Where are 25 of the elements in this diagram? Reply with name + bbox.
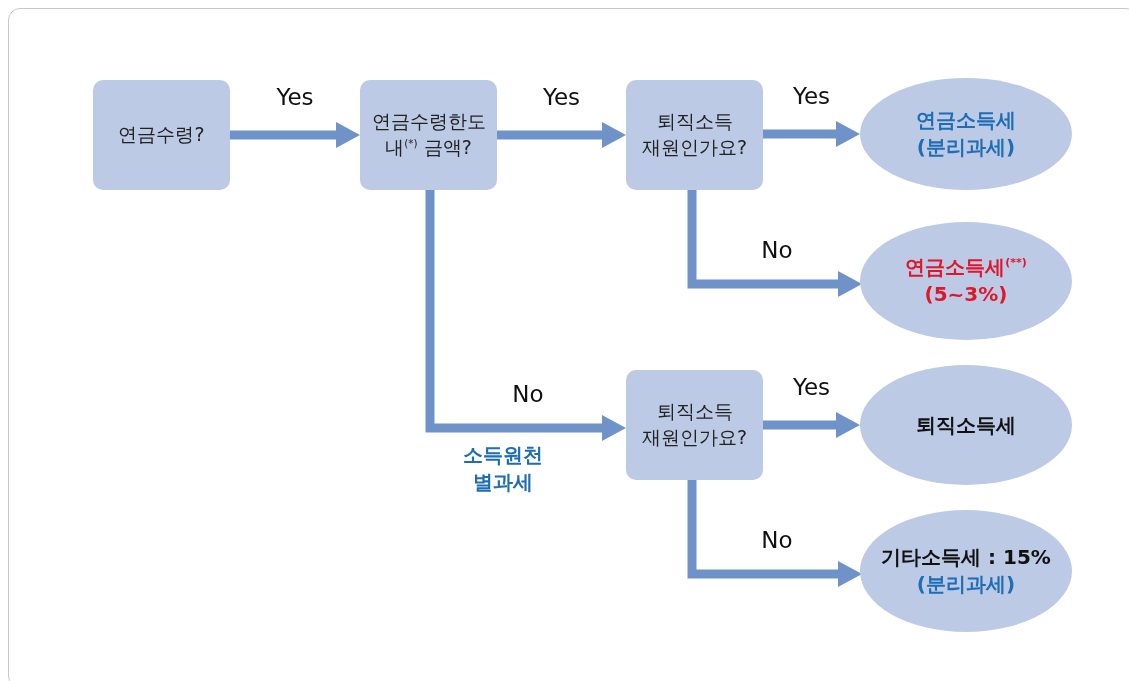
arrow bbox=[497, 122, 626, 148]
arrow bbox=[763, 121, 860, 147]
arrow bbox=[425, 190, 626, 441]
arrow bbox=[687, 190, 862, 297]
result-ellipse bbox=[860, 365, 1072, 485]
node-text: 퇴직소득 재원인가요? bbox=[640, 109, 749, 160]
decision-box bbox=[626, 370, 763, 480]
node-text: 퇴직소득세 bbox=[916, 411, 1016, 439]
node-text: 연금소득세 (분리과세) bbox=[915, 107, 1017, 161]
note-text: 소득원천 별과세 bbox=[461, 442, 544, 496]
node-text: 연금소득세$^{(**)}$ (5~3%) bbox=[904, 254, 1028, 308]
decision-box bbox=[360, 80, 497, 190]
arrow bbox=[763, 412, 860, 438]
result-ellipse bbox=[860, 78, 1072, 190]
decision-box bbox=[93, 80, 230, 190]
result-ellipse bbox=[860, 510, 1072, 632]
node-text: (분리과세) bbox=[916, 571, 1016, 598]
arrow bbox=[687, 480, 862, 587]
node-text: 연금수령? bbox=[118, 122, 205, 148]
node-text: 기타소득세 : 15% bbox=[881, 544, 1051, 571]
result-ellipse bbox=[860, 222, 1072, 340]
node-text: 연금수령한도 내$^{(*)}$ 금액? bbox=[370, 109, 487, 160]
node-text: 퇴직소득 재원인가요? bbox=[640, 399, 749, 450]
arrow bbox=[230, 122, 360, 148]
decision-box bbox=[626, 80, 763, 190]
